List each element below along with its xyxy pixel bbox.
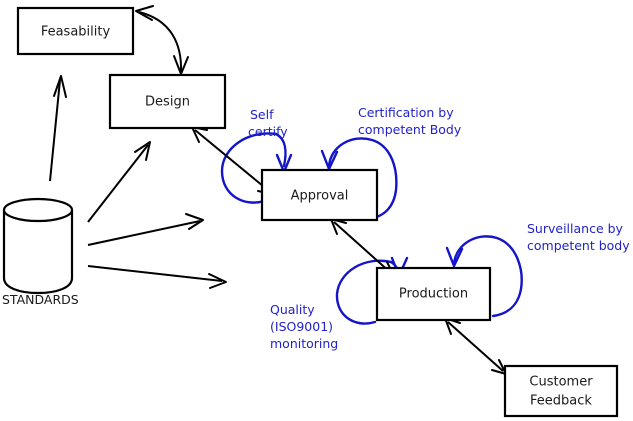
loop-arc-self-certify [220, 132, 278, 204]
arrow-head-production-in [208, 273, 227, 289]
node-feasability[interactable]: Feasability [16, 6, 135, 56]
node-customer-feedback-label-line1: Customer [529, 375, 593, 390]
arrow-head-design-diag [134, 141, 151, 161]
loop-label-quality-line3: monitoring [270, 336, 338, 351]
loop-label-certification-line1: Certification by [358, 105, 454, 120]
node-approval[interactable]: Approval [260, 168, 379, 222]
loop-label-certification: Certification by competent Body [358, 105, 462, 137]
loop-arc-surveillance [452, 235, 523, 318]
flow-line-design-approval [194, 129, 270, 192]
flow-line-standards-feasability [49, 79, 61, 182]
node-approval-box[interactable] [260, 168, 379, 222]
standards-cylinder-body[interactable] [2, 210, 74, 295]
flow-feasability-to-design [135, 5, 189, 75]
node-feasability-label: Feasability [41, 25, 111, 40]
node-approval-label: Approval [291, 189, 349, 204]
standards-label: STANDARDS [2, 292, 79, 307]
flow-line-standards-design [87, 144, 149, 223]
loop-label-quality-line2: (ISO9001) [270, 319, 333, 334]
node-standards[interactable]: STANDARDS [2, 197, 79, 307]
flow-line-standards-approval [87, 220, 201, 246]
flow-standards-to-production [87, 265, 227, 289]
loop-label-self-certify-line1: Self [250, 107, 274, 122]
arrow-head-feasability-up [53, 75, 67, 98]
loop-label-surveillance-line1: Surveillance by [527, 221, 624, 236]
loop-label-quality-line1: Quality [270, 302, 315, 317]
loop-label-self-certify-line2: certify [248, 124, 288, 139]
loop-label-surveillance: Surveillance by competent body [527, 221, 630, 253]
loop-surveillance [445, 235, 523, 318]
node-design-label: Design [145, 95, 190, 110]
node-customer-feedback-label-line2: Feedback [530, 394, 592, 409]
standards-cylinder-top[interactable] [2, 197, 74, 223]
node-production-box[interactable] [375, 266, 492, 322]
flow-production-customer-feedback [444, 317, 507, 375]
flow-line-feasability-design [138, 11, 183, 73]
flow-line-production-feedback [447, 321, 504, 372]
flow-standards-to-design [87, 141, 151, 223]
flow-standards-to-approval [87, 213, 204, 246]
flow-line-approval-production [333, 221, 392, 274]
loop-label-self-certify: Self certify [248, 107, 288, 139]
loop-arc-self-certify-tail [274, 132, 287, 168]
node-design-box[interactable] [108, 73, 227, 130]
arrow-head-feasability [135, 5, 154, 21]
loop-arc-certification [327, 137, 398, 220]
node-feasability-box[interactable] [16, 6, 135, 56]
arrow-head-approval-in [185, 213, 204, 230]
arrow-head-surveillance [445, 246, 464, 268]
node-customer-feedback-box[interactable] [503, 364, 619, 418]
flow-standards-to-feasability [49, 75, 67, 182]
loop-label-surveillance-line2: competent body [527, 238, 630, 253]
node-production-label: Production [399, 287, 468, 302]
loop-label-quality: Quality (ISO9001) monitoring [270, 302, 338, 351]
node-design[interactable]: Design [108, 73, 227, 130]
loop-label-certification-line2: competent Body [358, 122, 462, 137]
flow-line-standards-production [87, 265, 223, 282]
node-customer-feedback[interactable]: Customer Feedback [503, 364, 619, 418]
node-production[interactable]: Production [375, 266, 492, 322]
loop-arc-quality [335, 259, 393, 325]
